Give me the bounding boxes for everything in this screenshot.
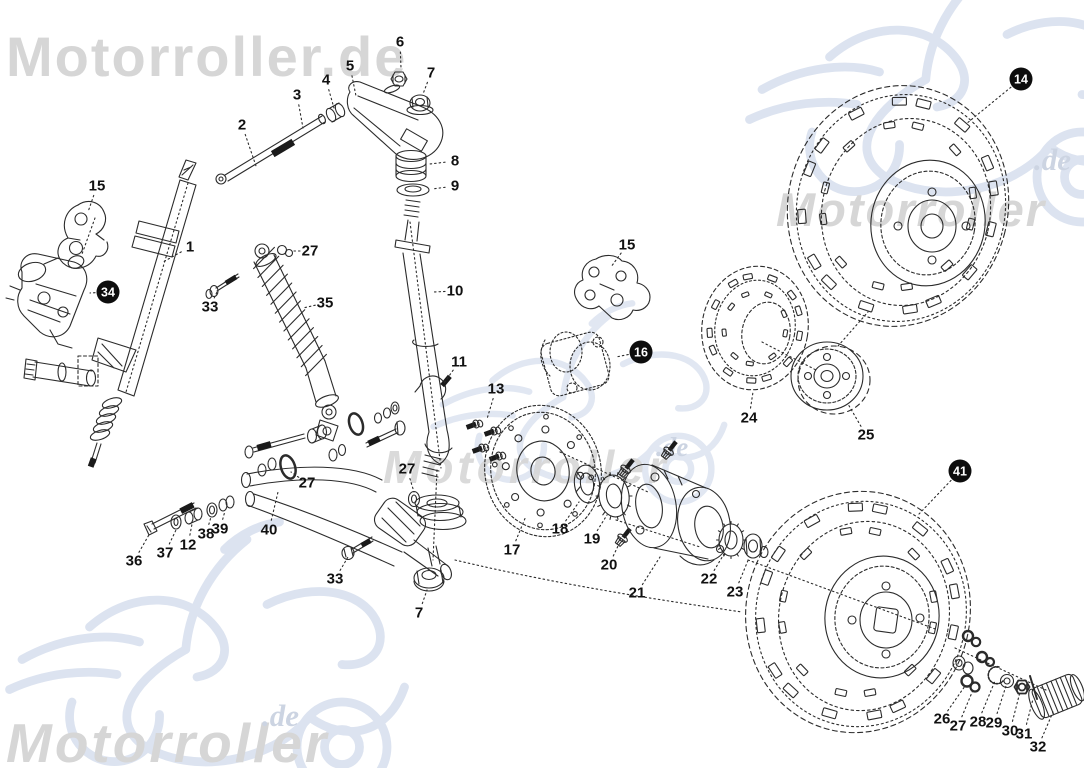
watermark-text-top-right: Motorroller [776,183,1047,236]
part-label-26: 26 [933,710,951,728]
axle-small-parts-drawing [952,629,1084,720]
part-label-15: 15 [618,236,636,254]
brake-caliper-drawing [5,253,88,349]
assembly-axis-lines [81,217,1047,691]
part-label-7: 7 [414,604,424,622]
part-badge-41: 41 [948,459,972,483]
part-label-36: 36 [125,552,143,570]
steering-knuckle-left-drawing [57,200,109,269]
wheel-hub-drawing [620,463,731,566]
part-label-25: 25 [857,426,875,444]
part-label-17: 17 [503,541,521,559]
part-label-8: 8 [450,152,460,170]
part-label-28: 28 [969,713,987,731]
part-label-31: 31 [1015,725,1033,743]
part-label-32: 32 [1029,738,1047,756]
callout-leader-lines [87,51,1054,739]
steering-knuckle-right-drawing [574,254,651,321]
part-label-27: 27 [298,474,316,492]
part-label-1: 1 [185,238,195,256]
part-badge-16: 16 [629,340,653,364]
part-label-13: 13 [487,380,505,398]
part-label-3: 3 [292,86,302,104]
hub-carrier-drawing [540,331,611,397]
part-badge-34: 34 [96,280,120,304]
part-label-18: 18 [551,520,569,538]
tie-rod-drawing [215,102,346,185]
part-label-38: 38 [197,525,215,543]
watermark-text-top-left: Motorroller.de [6,25,407,88]
part-label-21: 21 [628,584,646,602]
part-label-20: 20 [600,556,618,574]
part-label-19: 19 [583,530,601,548]
part-label-2: 2 [237,116,247,134]
axle-spacer-drawing [715,520,747,560]
steering-bearing-drawing [395,149,430,218]
part-label-10: 10 [446,282,464,300]
part-label-4: 4 [321,71,331,89]
steering-stem-drawing [394,219,467,592]
part-label-33: 33 [201,298,219,316]
watermark-suffix-top-right: .de [1034,142,1071,177]
steering-arm-drawing [346,71,444,160]
part-label-35: 35 [316,294,334,312]
bottom-wheel-drawing [745,490,971,734]
part-label-27: 27 [301,242,319,260]
part-label-7: 7 [426,64,436,82]
part-label-12: 12 [179,536,197,554]
shock-bolt-upper-drawing [205,273,240,300]
spare-tire-drawing [701,265,809,391]
part-label-29: 29 [985,714,1003,732]
part-label-40: 40 [260,521,278,539]
part-label-37: 37 [156,544,174,562]
axle-nut-drawing [743,533,769,559]
part-label-6: 6 [395,33,405,51]
rim-drawing [790,341,871,415]
part-label-39: 39 [211,520,229,538]
caliper-bolts-drawing [465,419,507,462]
part-label-27: 27 [949,717,967,735]
part-label-23: 23 [726,583,744,601]
part-label-9: 9 [450,177,460,195]
watermark-text-bottom-left: Motorroller [6,712,329,768]
part-badge-14: 14 [1009,67,1033,91]
watermark-suffix-bottom-left: .de [262,698,299,733]
part-label-5: 5 [345,57,355,75]
watermark-text-middle: Motorroller [383,441,670,493]
wheel-bearing-drawing [573,464,601,504]
a-arm-bolt-lower-drawing [341,536,374,561]
part-label-30: 30 [1001,722,1019,740]
part-label-24: 24 [740,409,758,427]
axle-stub-drawing [23,355,99,387]
pivot-hardware-drawing [143,401,406,536]
front-wheel-drawing [786,85,1010,327]
lower-a-arm-drawing [240,466,452,581]
steering-column-drawing [87,159,197,468]
shock-absorber-drawing [253,243,339,442]
part-label-11: 11 [451,353,467,371]
part-label-27: 27 [398,460,416,478]
part-label-33: 33 [326,570,344,588]
part-label-15: 15 [88,177,106,195]
part-label-22: 22 [700,570,718,588]
brake-disc-drawing [484,404,602,538]
